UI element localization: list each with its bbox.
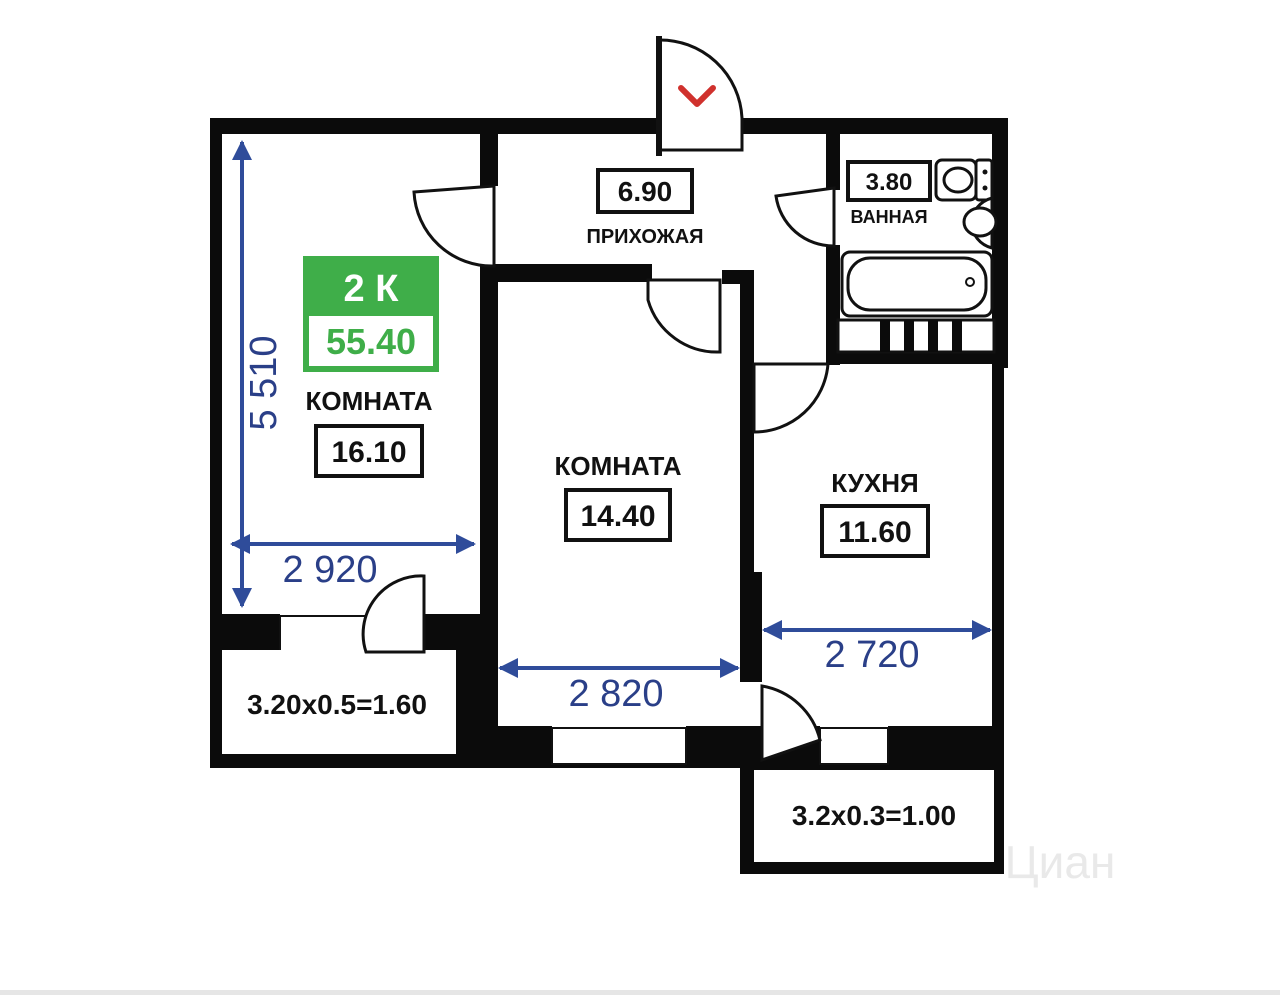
room-2: КОМНАТА 14.40 — [554, 451, 682, 542]
kitchen-area-box — [820, 504, 930, 558]
dimension-room1-height: 5 510 — [243, 335, 285, 430]
hallway-area: 6.90 — [618, 176, 673, 207]
bathroom: 3.80 ВАННАЯ — [846, 160, 932, 227]
bathroom-vent-grid — [836, 318, 996, 354]
chevron-down-icon — [678, 85, 716, 107]
bathroom-area-box — [846, 160, 932, 202]
room-1: КОМНАТА 16.10 — [305, 386, 433, 478]
bathroom-area: 3.80 — [866, 169, 913, 196]
kitchen-area: 11.60 — [838, 516, 911, 549]
room-2-label: КОМНАТА — [554, 451, 681, 481]
windows — [279, 615, 889, 765]
dimension-kitchen-width: 2 720 — [824, 634, 919, 676]
watermark: Циан — [1005, 836, 1116, 888]
room-1-area: 16.10 — [331, 436, 406, 469]
balcony-left: 3.20x0.5=1.60 — [210, 650, 482, 766]
interior-walls — [210, 128, 1004, 768]
room-2-area: 14.40 — [580, 500, 655, 533]
dimension-room1-width: 2 920 — [282, 549, 377, 591]
hallway-label: ПРИХОЖАЯ — [586, 226, 703, 248]
kitchen: КУХНЯ 11.60 — [820, 468, 930, 558]
hallway-area-box — [596, 168, 694, 214]
bottom-border — [0, 990, 1280, 995]
bathtub-icon — [840, 250, 994, 318]
washbasin-icon — [962, 196, 998, 250]
badge-room-count: 2 К — [344, 268, 400, 310]
room-2-area-box — [564, 488, 672, 542]
badge-total-area: 55.40 — [326, 321, 416, 362]
balcony-right: 3.2x0.3=1.00 — [740, 766, 1004, 874]
toilet-icon — [974, 158, 994, 202]
hallway: 6.90 ПРИХОЖАЯ — [586, 168, 704, 248]
apartment-badge: 2 К 55.40 — [303, 256, 439, 372]
sink-icon — [934, 158, 978, 202]
balcony-left-label: 3.20x0.5=1.60 — [247, 689, 427, 720]
doors — [361, 36, 836, 763]
kitchen-label: КУХНЯ — [831, 468, 919, 498]
room-1-label: КОМНАТА — [305, 386, 432, 416]
dimension-lines — [230, 140, 992, 678]
bathroom-label: ВАННАЯ — [850, 207, 927, 227]
dimension-room2-width: 2 820 — [568, 673, 663, 715]
balcony-right-label: 3.2x0.3=1.00 — [792, 800, 956, 831]
badge-area-box — [309, 316, 433, 366]
bathroom-fixtures — [836, 158, 998, 354]
room-1-area-box — [314, 424, 424, 478]
